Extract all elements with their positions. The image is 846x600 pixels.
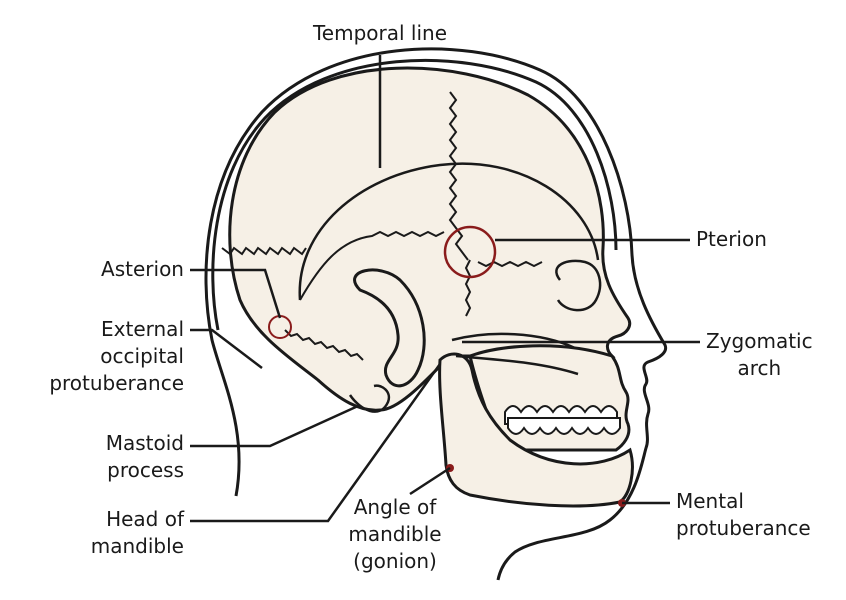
label-mastoid-process: Mastoid process [40, 430, 184, 484]
label-angle-of-mandible: Angle of mandible (gonion) [330, 494, 460, 575]
leader-lines [190, 55, 700, 523]
label-line: Head of [106, 507, 184, 531]
asterion-leader [190, 268, 282, 319]
label-line: arch [737, 356, 782, 380]
angle-of-mandible-leader [409, 466, 451, 496]
label-text: Pterion [696, 227, 767, 251]
mastoid-process-shape [348, 384, 391, 413]
cranium [228, 66, 632, 412]
label-text: Temporal line [312, 21, 448, 45]
mastoid-process-leader [190, 404, 359, 448]
label-text: Asterion [101, 257, 184, 281]
label-line: mandible [90, 534, 184, 558]
label-line: Mastoid [105, 431, 184, 455]
label-external-occipital-protuberance: External occipital protuberance [20, 316, 184, 397]
pterion-marker [443, 225, 497, 279]
temporal-line-arc [298, 162, 600, 301]
external-occipital-leader [190, 328, 263, 369]
label-zygomatic-arch: Zygomatic arch [706, 328, 813, 382]
ear [353, 268, 426, 388]
label-line: Mental [676, 489, 744, 513]
scalp-line [211, 58, 618, 331]
label-line: process [107, 458, 184, 482]
orbit [555, 259, 602, 312]
label-head-of-mandible: Head of mandible [40, 506, 184, 560]
label-line: Angle of [353, 495, 437, 519]
teeth [504, 405, 621, 435]
head-of-mandible-leader [190, 363, 442, 523]
label-line: Zygomatic [706, 329, 813, 353]
label-line: protuberance [49, 371, 184, 395]
label-line: (gonion) [353, 549, 437, 573]
label-mental-protuberance: Mental protuberance [676, 488, 811, 542]
sutures [221, 91, 543, 361]
mandible [438, 352, 634, 508]
label-line: External [101, 317, 184, 341]
label-line: occipital [100, 344, 184, 368]
label-line: mandible [348, 522, 442, 546]
label-pterion: Pterion [696, 226, 767, 253]
label-line: protuberance [676, 516, 811, 540]
label-temporal-line: Temporal line [300, 20, 460, 47]
label-asterion: Asterion [60, 256, 184, 283]
